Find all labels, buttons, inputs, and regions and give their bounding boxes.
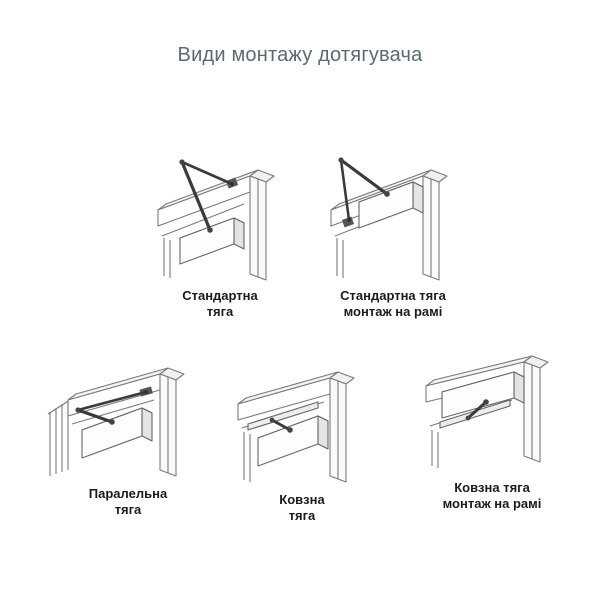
slide-channel xyxy=(247,401,319,431)
figure-caption: Паралельна тяга xyxy=(38,486,218,518)
standard-arm-illustration xyxy=(157,159,275,281)
figure-caption: Ковзна тяга xyxy=(212,492,392,524)
figure-caption: Стандартна тяга xyxy=(130,288,310,320)
parallel-arm-illustration xyxy=(47,367,185,477)
caption-line-1: Ковзна xyxy=(279,492,325,507)
door-frame xyxy=(237,371,355,483)
page-title: Види монтажу дотягувача xyxy=(177,44,423,66)
figure-standard-arm-frame: Стандартна тяга монтаж на рамі xyxy=(303,146,483,320)
closer-arm xyxy=(269,417,293,433)
caption-line-1: Стандартна тяга xyxy=(340,288,446,303)
caption-line-2: тяга xyxy=(114,502,142,517)
caption-line-1: Паралельна xyxy=(88,486,168,501)
caption-line-2: монтаж на рамі xyxy=(343,304,443,319)
figure-standard-arm: Стандартна тяга xyxy=(130,146,310,320)
caption-line-1: Ковзна тяга xyxy=(454,480,530,495)
closer-arm xyxy=(338,157,390,228)
closer-body xyxy=(358,181,424,229)
closer-body xyxy=(81,407,153,459)
figure-slide-arm-frame: Ковзна тяга монтаж на рамі xyxy=(402,338,582,512)
standard-arm-frame-illustration xyxy=(330,157,448,281)
figure-caption: Ковзна тяга монтаж на рамі xyxy=(402,480,582,512)
caption-line-2: тяга xyxy=(288,508,316,523)
closer-body xyxy=(441,371,525,419)
caption-line-2: монтаж на рамі xyxy=(442,496,542,511)
figure-slide-arm: Ковзна тяга xyxy=(212,350,392,524)
caption-line-1: Стандартна xyxy=(182,288,258,303)
closer-arm xyxy=(465,399,489,421)
caption-line-2: тяга xyxy=(206,304,234,319)
figure-caption: Стандартна тяга монтаж на рамі xyxy=(303,288,483,320)
closer-body xyxy=(257,415,329,467)
closer-arm xyxy=(179,159,239,233)
closer-arm xyxy=(75,386,153,425)
slide-arm-illustration xyxy=(237,371,355,483)
slide-arm-frame-illustration xyxy=(425,355,549,468)
slide-channel xyxy=(439,399,511,429)
figure-parallel-arm: Паралельна тяга xyxy=(38,344,218,518)
